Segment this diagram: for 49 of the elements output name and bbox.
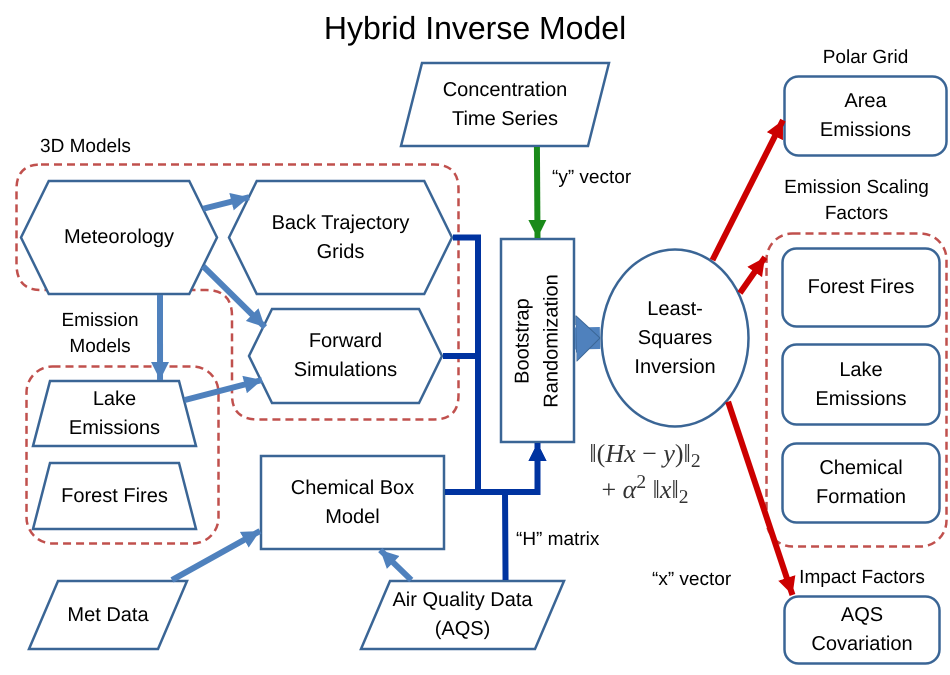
node-label: Back Trajectory Grids: [270, 210, 410, 264]
output-box: [781, 442, 941, 524]
process-box: [260, 455, 445, 550]
node-label: Lake Emissions: [68, 386, 162, 440]
arrow: [738, 256, 768, 295]
process-hexagon: [228, 180, 453, 295]
node-label: Forest Fires: [61, 484, 168, 508]
arrow: [184, 376, 263, 403]
diagram-title: Hybrid Inverse Model: [324, 9, 626, 48]
group-heading: Emission Models: [60, 308, 140, 358]
arrow: [202, 192, 250, 212]
output-box: [781, 247, 941, 328]
group-heading: Impact Factors: [799, 566, 925, 590]
formula: ‖(Hx − y)‖$_{2}$: [589, 438, 701, 472]
arrow: [725, 400, 796, 596]
source-trapezoid: [32, 462, 197, 530]
process-box: [500, 238, 575, 443]
node-label: Air Quality Data (AQS): [391, 588, 534, 642]
node-label: Concentration Time Series: [442, 78, 568, 132]
formula: + α$^{2}$ ‖x‖$_{2}$: [602, 472, 688, 508]
node-label: Chemical Box Model: [290, 476, 416, 530]
arrow: [201, 264, 268, 330]
arrow: [528, 146, 546, 238]
node-label: Met Data: [67, 602, 149, 628]
arrow: [170, 528, 262, 583]
group-heading: 3D Models: [40, 134, 131, 158]
source-trapezoid: [32, 380, 197, 447]
arrow: [378, 548, 414, 582]
output-box: [781, 343, 941, 426]
node-label: Forward Simulations: [292, 329, 398, 383]
node-label: AQS Covariation: [810, 603, 914, 657]
node-label: Area Emissions: [818, 89, 912, 143]
group-heading: Emission Scaling Factors: [783, 176, 930, 226]
node-label: Forest Fires: [808, 275, 914, 300]
data-parallelogram: [28, 580, 188, 650]
node-label: Meteorology: [64, 225, 174, 250]
node-label: Lake Emissions: [814, 358, 908, 412]
node-label: Chemical Formation: [814, 456, 908, 510]
block-arrow: [574, 314, 600, 362]
arrow: [710, 118, 786, 262]
process-hexagon: [20, 180, 218, 295]
node-label: Least-Squares Inversion: [633, 296, 717, 380]
process-circle: [600, 248, 750, 428]
data-parallelogram: [360, 580, 565, 650]
arrow: [151, 295, 170, 380]
node-label: Bootstrap Randomization: [510, 272, 564, 410]
group-heading: Polar Grid: [822, 46, 908, 70]
data-parallelogram: [400, 62, 610, 147]
process-hexagon: [248, 308, 443, 404]
